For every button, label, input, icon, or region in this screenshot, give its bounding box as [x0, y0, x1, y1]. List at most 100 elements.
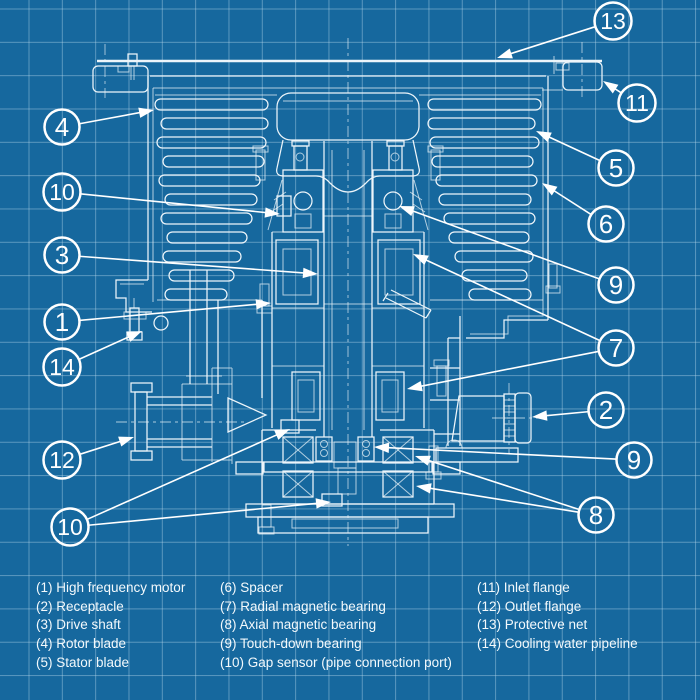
arrowhead-icon — [399, 206, 415, 217]
leader-line — [80, 255, 313, 275]
callout-circle — [577, 496, 615, 534]
callout-5: 5 — [536, 131, 635, 187]
arrowhead-icon — [264, 207, 280, 218]
arrowhead-icon — [497, 48, 513, 59]
callout-circle — [615, 441, 653, 479]
legend-column-2: (6) Spacer (7) Radial magnetic bearing (8)… — [220, 579, 452, 673]
legend-item: (6) Spacer — [220, 580, 284, 595]
callout-1: 1 — [43, 299, 271, 341]
callout-circle — [43, 236, 81, 274]
arrowhead-icon — [126, 331, 142, 342]
callout-12: 12 — [42, 436, 134, 480]
radial-bearing-lower-drawing — [291, 371, 405, 421]
arrowhead-icon — [407, 381, 423, 392]
leader-line — [412, 350, 599, 389]
touch-down-bearing-lower-drawing — [315, 436, 375, 495]
callout-number: 8 — [589, 500, 603, 530]
outlet-flange-drawing — [116, 382, 246, 461]
legend-item: (14) Cooling water pipeline — [477, 636, 638, 652]
arrowhead-icon — [416, 483, 432, 494]
callout-10: 10 — [42, 172, 280, 218]
legend: (1) High frequency motor (2) Receptacle (3… — [0, 579, 700, 694]
callout-circle — [597, 266, 635, 304]
callout-9: 9 — [399, 206, 635, 304]
callout-11: 11 — [603, 81, 657, 123]
arrowhead-icon — [255, 299, 271, 310]
callout-number: 9 — [609, 270, 623, 300]
leader-line — [404, 207, 599, 280]
leader-line — [420, 457, 579, 511]
arrowhead-icon — [302, 267, 318, 279]
leader-line — [87, 430, 285, 520]
callout-circle — [617, 83, 657, 123]
arrowhead-icon — [118, 436, 134, 447]
callout-circle — [43, 303, 81, 341]
arrowhead-icon — [138, 107, 154, 118]
arrowhead-icon — [415, 455, 431, 466]
callout-2: 2 — [532, 391, 625, 429]
legend-item: (3) Drive shaft — [36, 617, 121, 633]
leader-line — [421, 486, 578, 513]
inlet-flange-drawing — [542, 42, 603, 100]
protective-net-drawing — [92, 42, 603, 100]
callout-circle — [42, 440, 82, 480]
legend-item: (8) Axial magnetic bearing — [220, 617, 377, 633]
callout-number: 3 — [55, 240, 69, 270]
legend-item: (5) Stator blade — [36, 654, 130, 670]
leader-line — [81, 193, 275, 215]
leader-line — [89, 501, 326, 526]
legend-item: (9) Touch-down bearing — [220, 636, 362, 652]
legend-item: (10) Gap sensor (pipe connection port) — [220, 654, 452, 670]
callout-6: 6 — [542, 183, 625, 243]
callout-number: 4 — [55, 112, 69, 142]
callout-number: 7 — [609, 333, 623, 363]
callout-10: 10 — [50, 429, 331, 547]
callout-4: 4 — [43, 107, 154, 146]
callout-number: 11 — [625, 90, 649, 116]
gap-sensor-mid-drawing — [280, 419, 300, 434]
callout-number: 10 — [49, 179, 75, 205]
leader-line — [80, 302, 266, 322]
leader-line — [379, 446, 616, 460]
callout-number: 2 — [599, 395, 613, 425]
legend-item: (1) High frequency motor — [36, 580, 186, 595]
callout-number: 13 — [600, 8, 626, 34]
arrowhead-icon — [274, 429, 290, 440]
callout-number: 10 — [57, 514, 83, 540]
arrowhead-icon — [413, 254, 429, 266]
callout-circle — [587, 391, 625, 429]
arrowhead-icon — [374, 442, 390, 453]
callout-circle — [43, 108, 81, 146]
legend-column-3: (11) Inlet flange(12) Outlet flange(13) … — [477, 579, 638, 654]
callout-number: 9 — [627, 445, 641, 475]
leader-line — [418, 255, 600, 341]
callout-number: 14 — [49, 354, 75, 380]
gap-sensor-upper-drawing — [276, 195, 292, 217]
arrowhead-icon — [536, 131, 552, 143]
leader-line — [80, 110, 149, 125]
callout-9: 9 — [374, 441, 653, 479]
callout-circle — [597, 329, 635, 367]
callout-circle — [593, 1, 633, 41]
callout-13: 13 — [497, 1, 633, 59]
legend-item: (13) Protective net — [477, 617, 588, 633]
callout-circle — [50, 507, 90, 547]
callout-number: 6 — [599, 209, 613, 239]
callout-circle — [597, 149, 635, 187]
casing-drawing — [115, 75, 561, 464]
legend-item: (2) Receptacle — [36, 598, 124, 614]
callout-number: 1 — [55, 307, 69, 337]
callout-circle — [42, 172, 82, 212]
callout-circle — [587, 205, 625, 243]
leader-line — [502, 26, 595, 57]
legend-column-1: (1) High frequency motor (2) Receptacle (3… — [36, 579, 185, 673]
legend-item: (7) Radial magnetic bearing — [220, 598, 386, 614]
arrowhead-icon — [603, 81, 619, 94]
blade-stack-drawing — [154, 98, 542, 301]
callout-number: 5 — [609, 153, 623, 183]
receptacle-drawing — [451, 383, 540, 453]
callout-8: 8 — [415, 455, 615, 534]
